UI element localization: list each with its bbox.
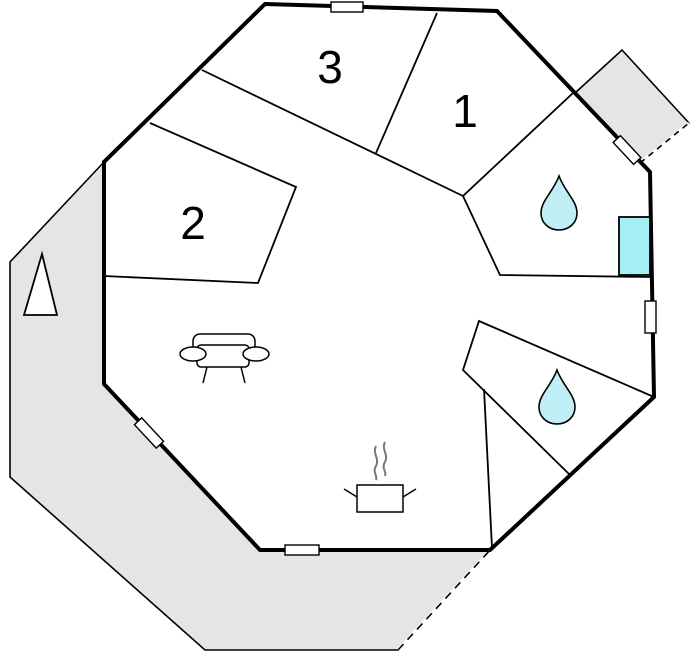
window-northeast <box>612 134 642 166</box>
windows <box>133 1 657 556</box>
building-outline <box>104 4 654 550</box>
wall-bathroom <box>461 92 653 278</box>
room-label-1: 1 <box>452 85 478 137</box>
wall-shower-room <box>461 319 655 476</box>
interior-walls <box>103 12 655 549</box>
window-east <box>644 300 657 334</box>
terrace-open-edge-dashed <box>397 547 493 651</box>
water-drop-icon <box>538 367 576 425</box>
window-south <box>284 544 320 556</box>
cabinet-icon <box>618 216 651 276</box>
room-label-2: 2 <box>180 197 206 249</box>
window-north <box>330 1 364 13</box>
wall-bedroom-2 <box>103 122 298 284</box>
balcony-open-edge <box>639 121 690 165</box>
water-drop-icon <box>540 173 578 231</box>
wall-bedroom-3-south <box>201 69 464 197</box>
wall-shower-divider <box>483 388 493 549</box>
room-label-3: 3 <box>317 41 343 93</box>
exterior-wall <box>102 1 657 552</box>
sofa-icon <box>179 333 270 384</box>
tent-icon <box>22 250 59 316</box>
window-southwest <box>133 416 165 450</box>
wall-bedroom-3-bedroom-1 <box>375 12 438 154</box>
cooking-pot-icon <box>343 441 417 513</box>
